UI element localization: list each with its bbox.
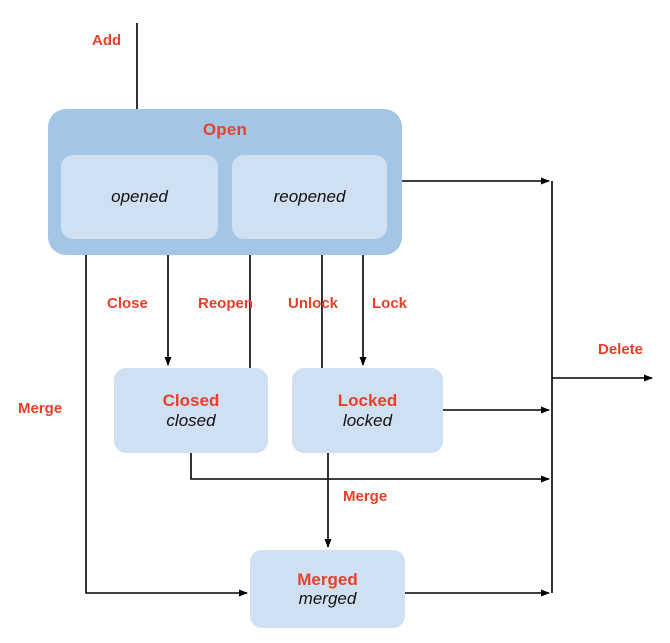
state-reopened[interactable]: reopened	[232, 155, 387, 239]
state-locked[interactable]: Locked locked	[292, 368, 443, 453]
edge-label-merge-center: Merge	[343, 488, 388, 505]
state-opened-label: opened	[111, 187, 168, 206]
state-closed-name: Closed	[162, 391, 220, 411]
edge-label-unlock: Unlock	[288, 295, 339, 312]
state-locked-value: locked	[342, 410, 393, 430]
edge-merge-left	[85, 255, 248, 597]
state-merged[interactable]: Merged merged	[250, 550, 405, 628]
edge-label-add: Add	[92, 32, 122, 49]
edge-label-lock: Lock	[372, 295, 408, 312]
edge-label-close: Close	[107, 295, 148, 312]
edge-label-merge-left: Merge	[18, 400, 63, 417]
state-closed[interactable]: Closed closed	[114, 368, 268, 453]
state-locked-name: Locked	[337, 391, 398, 411]
state-merged-name: Merged	[297, 569, 358, 589]
state-reopened-label: reopened	[273, 187, 346, 206]
state-opened[interactable]: opened	[61, 155, 218, 239]
edge-label-delete: Delete	[598, 341, 644, 358]
composite-state-open-label: Open	[202, 120, 248, 139]
edge-closed-to-collector	[190, 453, 550, 483]
state-closed-value: closed	[166, 410, 216, 430]
state-merged-value: merged	[298, 589, 357, 608]
edge-label-reopen: Reopen	[198, 295, 254, 312]
